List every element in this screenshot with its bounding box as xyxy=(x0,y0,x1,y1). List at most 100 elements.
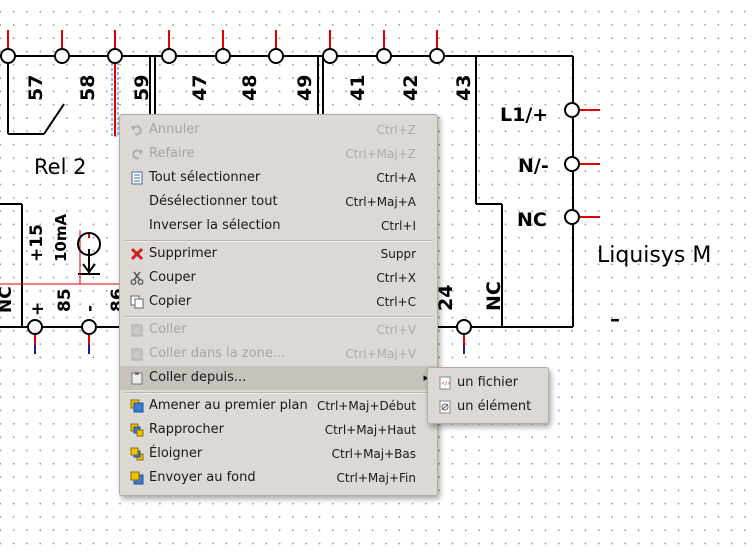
block-label: - xyxy=(80,305,100,312)
menu-item-send-to-back[interactable]: Envoyer au fond Ctrl+Maj+Fin xyxy=(120,466,437,490)
pin-label: N/- xyxy=(518,155,549,177)
current-source-symbol xyxy=(77,232,101,274)
menu-item-shortcut: Ctrl+Z xyxy=(376,123,416,137)
terminal-label: 42 xyxy=(400,75,422,101)
menu-item-shortcut: Ctrl+Maj+V xyxy=(345,347,416,361)
right-pins xyxy=(564,102,600,225)
paste-in-zone-icon xyxy=(131,348,143,361)
menu-item-lower[interactable]: Éloigner Ctrl+Maj+Bas xyxy=(120,442,437,466)
menu-item-paste-from[interactable]: Coller depuis... ▸ xyxy=(120,366,437,390)
terminal-label: 41 xyxy=(347,75,369,101)
menu-item-paste-in-zone[interactable]: Coller dans la zone... Ctrl+Maj+V xyxy=(120,342,437,366)
terminal-label: 48 xyxy=(239,75,261,101)
menu-item-delete[interactable]: Supprimer Suppr xyxy=(120,242,437,266)
menu-item-copy[interactable]: Copier Ctrl+C xyxy=(120,290,437,314)
menu-item-shortcut: Ctrl+X xyxy=(376,271,416,285)
top-terminal-strip xyxy=(0,55,574,328)
menu-item-shortcut: Suppr xyxy=(380,247,416,261)
terminal-label: 43 xyxy=(453,75,475,101)
menu-item-label: un élément xyxy=(457,399,532,414)
left-block-labels: NC +15 10mA + 85 - 86 xyxy=(0,213,128,316)
block-label: 10mA xyxy=(52,213,70,262)
block-label: NC xyxy=(0,286,16,313)
menu-item-label: Copier xyxy=(149,294,192,309)
menu-item-label: Supprimer xyxy=(149,246,217,261)
relay-label: Rel 2 xyxy=(34,155,86,179)
menu-item-label: un fichier xyxy=(457,375,519,390)
menu-item-label: Désélectionner tout xyxy=(149,194,278,209)
menu-item-shortcut: Ctrl+A xyxy=(376,171,416,185)
pin-label: L1/+ xyxy=(500,104,548,126)
bottom-labels: 24 NC xyxy=(435,281,505,311)
terminal-label: 49 xyxy=(294,75,316,101)
menu-item-label: Rapprocher xyxy=(149,422,224,437)
submenu-item-element[interactable]: un élément xyxy=(428,395,548,419)
device-label: Liquisys M xyxy=(597,243,711,268)
menu-item-label: Annuler xyxy=(149,122,200,137)
menu-item-bring-to-front[interactable]: Amener au premier plan Ctrl+Maj+Début xyxy=(120,394,437,418)
menu-item-label: Amener au premier plan xyxy=(149,398,308,413)
menu-item-label: Coller depuis... xyxy=(149,370,247,385)
menu-item-invert-selection[interactable]: Inverser la sélection Ctrl+I xyxy=(120,214,437,238)
terminal-label: 59 xyxy=(131,75,153,101)
lower-icon xyxy=(130,447,144,461)
menu-item-shortcut: Ctrl+Maj+A xyxy=(345,195,416,209)
select-all-icon xyxy=(131,171,143,185)
menu-item-shortcut: Ctrl+C xyxy=(376,295,416,309)
menu-item-label: Coller dans la zone... xyxy=(149,346,286,361)
bottom-label: 24 xyxy=(435,285,457,311)
menu-item-deselect-all[interactable]: Désélectionner tout Ctrl+Maj+A xyxy=(120,190,437,214)
terminal-label: 58 xyxy=(77,75,99,101)
menu-item-label: Tout sélectionner xyxy=(149,170,261,185)
device-minus: – xyxy=(610,307,620,331)
menu-item-label: Éloigner xyxy=(149,446,203,461)
menu-item-redo[interactable]: Refaire Ctrl+Maj+Z xyxy=(120,142,437,166)
menu-item-label: Refaire xyxy=(149,146,195,161)
menu-item-label: Coller xyxy=(149,322,187,337)
menu-item-select-all[interactable]: Tout sélectionner Ctrl+A xyxy=(120,166,437,190)
menu-item-shortcut: Ctrl+Maj+Z xyxy=(345,147,416,161)
menu-separator xyxy=(124,392,433,394)
send-to-back-icon xyxy=(130,471,144,485)
file-icon: </> xyxy=(439,376,451,390)
right-pin-labels: L1/+ N/- NC xyxy=(500,104,549,231)
menu-item-paste[interactable]: Coller Ctrl+V xyxy=(120,318,437,342)
paste-from-icon xyxy=(131,372,143,385)
undo-icon xyxy=(131,125,142,136)
menu-item-shortcut: Ctrl+Maj+Fin xyxy=(336,471,416,485)
context-menu: Annuler Ctrl+Z Refaire Ctrl+Maj+Z Tout s… xyxy=(119,114,438,496)
menu-item-label: Couper xyxy=(149,270,196,285)
menu-item-undo[interactable]: Annuler Ctrl+Z xyxy=(120,118,437,142)
paste-icon xyxy=(131,324,143,337)
top-terminal-pins xyxy=(0,30,445,64)
raise-icon xyxy=(130,423,144,437)
menu-item-shortcut: Ctrl+Maj+Bas xyxy=(331,447,416,461)
cut-icon xyxy=(130,271,144,285)
svg-text:</>: </> xyxy=(442,381,451,387)
bottom-label: NC xyxy=(483,281,505,311)
element-icon xyxy=(439,400,451,414)
block-label: + xyxy=(28,302,48,316)
top-terminal-labels: 57 58 59 47 48 49 41 42 43 xyxy=(25,75,475,101)
terminal-label: 47 xyxy=(189,75,211,101)
menu-item-raise[interactable]: Rapprocher Ctrl+Maj+Haut xyxy=(120,418,437,442)
block-label: +15 xyxy=(27,224,47,262)
submenu-item-file[interactable]: </> un fichier xyxy=(428,371,548,395)
menu-separator xyxy=(124,240,433,242)
menu-item-shortcut: Ctrl+Maj+Début xyxy=(316,399,416,413)
bottom-pins xyxy=(27,319,472,354)
redo-icon xyxy=(132,149,143,160)
terminal-label: 57 xyxy=(25,75,47,101)
copy-icon xyxy=(130,295,144,309)
menu-item-shortcut: Ctrl+V xyxy=(376,323,416,337)
delete-icon xyxy=(130,247,144,261)
submenu-arrow-icon: ▸ xyxy=(423,366,429,390)
paste-from-submenu: </> un fichier un élément xyxy=(427,367,549,424)
menu-item-cut[interactable]: Couper Ctrl+X xyxy=(120,266,437,290)
menu-item-shortcut: Ctrl+I xyxy=(381,219,416,233)
menu-separator xyxy=(124,316,433,318)
menu-item-shortcut: Ctrl+Maj+Haut xyxy=(324,423,416,437)
bring-to-front-icon xyxy=(130,399,144,413)
pin-label: NC xyxy=(517,209,547,231)
